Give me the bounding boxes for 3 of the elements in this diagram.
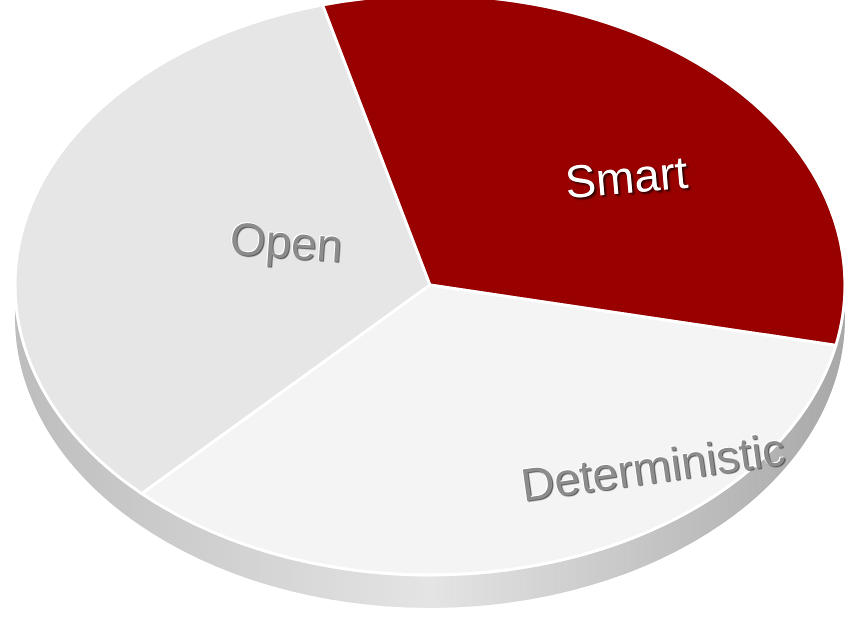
slice-label: Smart [562, 144, 690, 210]
slice-label: Deterministic [518, 422, 788, 512]
slice-label: Open [228, 211, 344, 273]
